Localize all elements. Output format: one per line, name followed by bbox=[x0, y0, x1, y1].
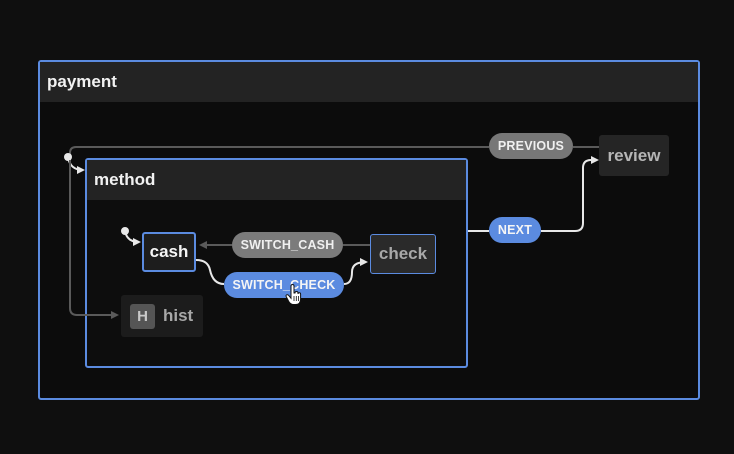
state-method-title: method bbox=[87, 160, 466, 200]
state-review[interactable]: review bbox=[599, 135, 669, 176]
event-switch-cash-button[interactable]: SWITCH_CASH bbox=[232, 232, 343, 258]
state-check[interactable]: check bbox=[370, 234, 436, 274]
history-badge-icon: H bbox=[130, 303, 155, 329]
event-switch-check-button[interactable]: SWITCH_CHECK bbox=[224, 272, 344, 298]
event-previous-button[interactable]: PREVIOUS bbox=[489, 133, 573, 159]
state-hist[interactable]: H hist bbox=[121, 295, 203, 337]
event-next-button[interactable]: NEXT bbox=[489, 217, 541, 243]
state-hist-label: hist bbox=[163, 306, 194, 325]
state-payment-title: payment bbox=[40, 62, 698, 102]
state-cash[interactable]: cash bbox=[142, 232, 196, 272]
hand-pointer-cursor-icon bbox=[285, 284, 302, 305]
